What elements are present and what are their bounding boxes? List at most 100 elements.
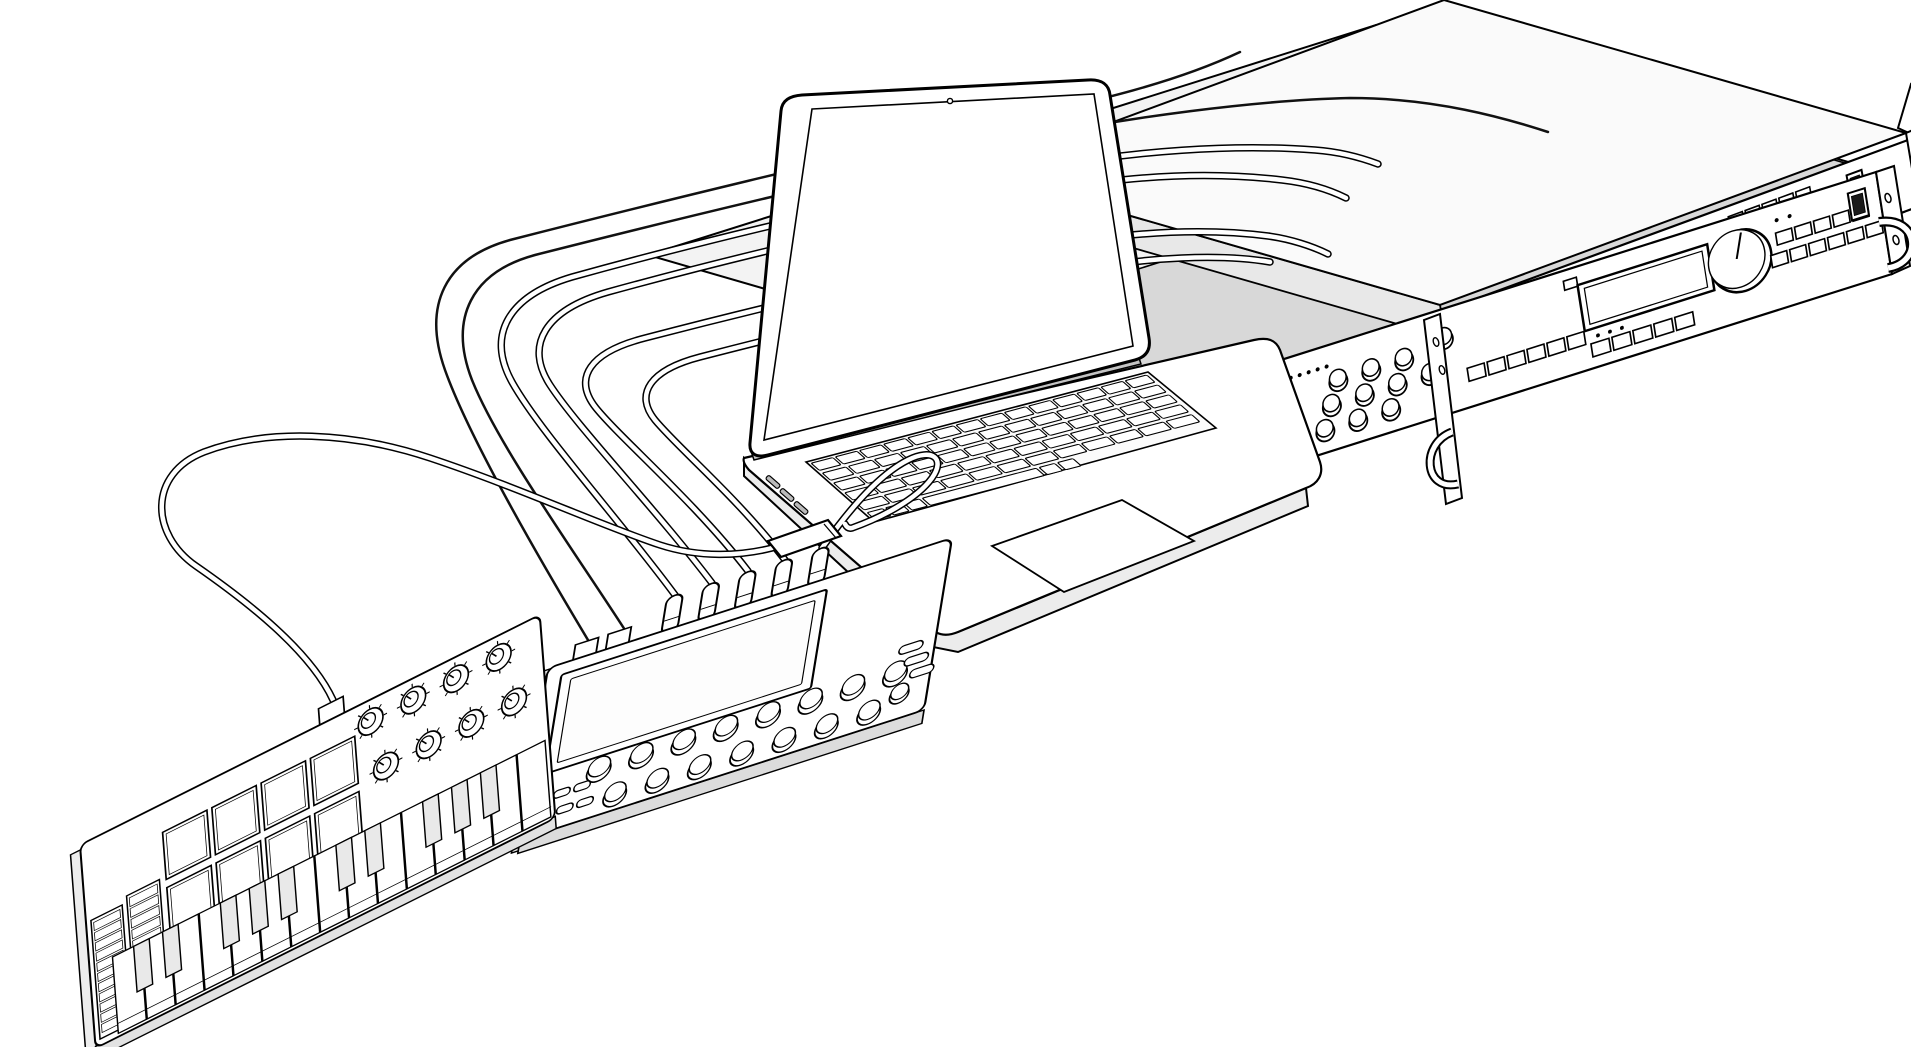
led-dot xyxy=(1315,367,1320,372)
sampler-knob-cap xyxy=(756,701,781,724)
rack-button xyxy=(1769,249,1790,269)
usb-adapter xyxy=(766,518,843,559)
laptop-key xyxy=(1108,391,1141,406)
pill-button xyxy=(898,639,924,655)
knob-tick xyxy=(443,672,447,675)
sampler-knob-cap xyxy=(890,682,910,701)
rack-button xyxy=(1631,323,1654,345)
rack-screw xyxy=(1432,337,1440,347)
laptop-side-ports xyxy=(765,475,809,515)
function-strip-row xyxy=(94,919,122,942)
laptop-key xyxy=(822,466,855,481)
laptop-key xyxy=(1082,398,1115,413)
black-key xyxy=(277,865,298,921)
sampler-knob-cap xyxy=(773,726,797,748)
laptop-port xyxy=(793,501,809,515)
knob-tick xyxy=(426,691,430,695)
laptop-key xyxy=(1013,441,1048,456)
knob-tick xyxy=(415,738,420,741)
knob-tick xyxy=(357,715,361,718)
laptop-key xyxy=(855,495,890,511)
sampler-knob-cap xyxy=(587,755,612,778)
drum-pad-face xyxy=(313,740,356,802)
sampler-rear xyxy=(571,546,830,663)
knob-tick xyxy=(527,693,531,696)
rack-lcd-inner xyxy=(1583,250,1709,326)
knob-tick xyxy=(359,735,363,739)
rotary-knob-top xyxy=(360,711,377,729)
rack-screw xyxy=(1884,192,1892,204)
laptop-key xyxy=(980,412,1011,427)
rack-button xyxy=(1590,337,1612,358)
rack-knob-cap xyxy=(1361,358,1380,378)
black-key xyxy=(479,763,501,820)
laptop-key xyxy=(1057,458,1082,470)
function-strip-row xyxy=(93,908,121,932)
knob-tick xyxy=(441,735,446,739)
rotary-knob-top xyxy=(403,690,419,708)
rotary-knob-top xyxy=(488,647,505,665)
rack-knob-cap xyxy=(1322,393,1341,413)
laptop-key xyxy=(1067,415,1100,429)
knob-tick xyxy=(484,714,488,718)
jack-sleeve-line xyxy=(664,615,679,622)
laptop-key xyxy=(848,459,881,474)
rack-knob-cap xyxy=(1394,347,1413,367)
laptop-key xyxy=(1093,408,1126,422)
laptop-port xyxy=(765,475,781,489)
rack-handle-mid-inner xyxy=(1427,429,1459,488)
rack-button xyxy=(1545,336,1567,358)
laptop-key xyxy=(926,439,959,454)
knob-tick xyxy=(395,770,399,773)
knob-tick xyxy=(421,682,425,687)
knob-tick xyxy=(464,661,468,666)
laptop-key xyxy=(1119,401,1152,416)
laptop-key xyxy=(1004,406,1035,420)
knob-tick xyxy=(485,651,490,654)
knob-tick xyxy=(396,706,401,709)
black-key xyxy=(132,937,154,993)
knob-tick xyxy=(487,670,491,675)
cable-keyboard-usb-core xyxy=(159,433,775,703)
laptop-key xyxy=(978,425,1011,440)
black-key xyxy=(421,792,443,849)
pill-button xyxy=(908,663,935,679)
sampler-knob-cap xyxy=(672,728,696,751)
laptop-key xyxy=(931,425,962,439)
rack-button xyxy=(1864,219,1885,239)
rack-button xyxy=(1812,215,1833,235)
sampler-knob-cap xyxy=(714,714,739,737)
rack-button xyxy=(1565,330,1587,351)
laptop-key xyxy=(1126,411,1161,427)
knob-pointer xyxy=(421,740,427,745)
led-dot xyxy=(1306,370,1311,375)
knob-tick xyxy=(482,663,486,667)
jack-sleeve-line xyxy=(700,604,716,610)
laptop-key xyxy=(1053,443,1088,459)
knob-tick xyxy=(438,748,442,751)
rack-screw xyxy=(1892,234,1900,246)
sampler-controls xyxy=(532,639,935,822)
laptop-key xyxy=(968,466,1003,481)
knob-tick xyxy=(511,648,516,652)
sampler-knob-cap xyxy=(688,754,712,776)
laptop-key xyxy=(835,451,866,465)
pill-button xyxy=(555,802,574,815)
laptop-key xyxy=(952,432,985,447)
knob-tick xyxy=(480,727,485,730)
laptop-key xyxy=(937,449,970,464)
usb-adapter-plug-line xyxy=(823,523,837,539)
rack-ear-top-right xyxy=(1904,129,1911,169)
laptop-key xyxy=(1125,374,1156,389)
knob-tick xyxy=(454,729,459,733)
laptop-key xyxy=(1145,394,1178,409)
rack-knob-cap xyxy=(1328,368,1347,388)
rack-button xyxy=(1466,361,1488,383)
pill-button xyxy=(573,780,592,793)
rack-button xyxy=(1610,330,1633,352)
rack-button xyxy=(1673,310,1696,332)
knob-tick xyxy=(506,639,510,644)
black-key xyxy=(450,778,472,834)
key-front-line xyxy=(117,806,552,1025)
